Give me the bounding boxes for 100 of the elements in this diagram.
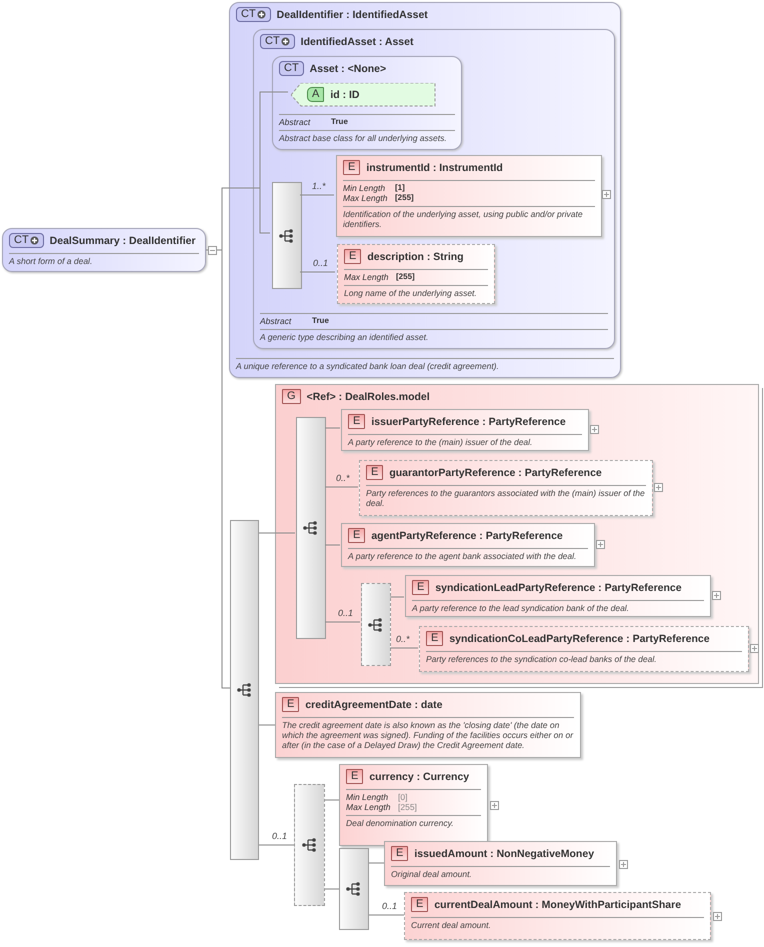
facet-value: True [312,316,329,326]
kind-label: E [371,466,378,479]
component-name: agentPartyReference : PartyReference [371,530,563,542]
kind-label: E [348,161,356,174]
connector-line [300,194,334,196]
compositor-box [339,848,369,930]
attribute-box [291,83,436,107]
kind-label: E [416,898,424,911]
cardinality-label: 0..1 [272,831,288,841]
component-name: instrumentId : InstrumentId [366,162,503,174]
element-box [339,764,488,846]
cardinality-label: 0..1 [338,608,354,618]
element-box [405,575,711,617]
connector-line [324,486,358,488]
description-text: The credit agreement date is also known as the 'closing date' (the date on which the agreement was signed). Funding of the facilities occurs either on or after (in the case of a Delayed Draw) the Credit Agreement date. [282,717,574,753]
complex-type-box [272,56,462,150]
compositor-box [272,182,302,289]
kind-label: E [431,632,438,645]
component-name: IdentifiedAsset : Asset [300,36,414,48]
description-text: Identification of the underlying asset, using public and/or private identifiers. [343,206,595,232]
component-name: issuedAmount : NonNegativeMoney [414,848,594,860]
facet-value: True [331,117,348,127]
component-name: <Ref> : DealRoles.model [306,390,430,402]
kind-label: E [351,770,358,783]
compositor-box [230,520,259,860]
component-name: id : ID [330,88,360,100]
facet-value: [1] [395,183,405,193]
description-text: Long name of the underlying asset. [344,285,488,301]
component-name: guarantorPartyReference : PartyReference [389,466,602,478]
component-name: creditAgreementDate : date [305,698,442,710]
component-name: currency : Currency [369,770,470,782]
facet-value: [255] [396,272,415,282]
description-text: A short form of a deal. [9,253,199,269]
connector-line [324,544,340,546]
compositor-box [361,583,391,666]
description-text: A generic type describing an identified asset. [260,329,608,345]
kind-label: E [353,529,360,542]
compositor-box [294,784,325,906]
description-text: A unique reference to a syndicated bank loan deal (credit agreement). [236,358,614,374]
kind-label: E [287,698,294,711]
kind-label: E [417,581,424,594]
complex-type-box [2,228,206,272]
cardinality-label: 1..* [312,181,326,191]
connector-line [258,532,296,534]
description-text: Party references to the guarantors associated with the (main) issuer of the deal. [366,485,646,511]
component-name: currentDealAmount : MoneyWithParticipantShare [434,898,682,910]
description-text: Original deal amount. [391,866,610,882]
element-box [404,892,711,940]
complex-type-box [229,2,621,378]
component-name: syndicationCoLeadPartyReference : PartyReference [449,632,710,644]
complex-type-box [253,29,615,349]
facet-value: [255] [395,193,414,203]
description-text: A party reference to the (main) issuer of the deal. [348,434,582,450]
description-text: A party reference to the lead syndication bank of the deal. [412,600,704,616]
facet-name: Max Length [344,272,390,282]
facet-name: Abstract [260,316,292,326]
kind-label: CT [241,8,256,21]
kind-label: E [353,415,360,428]
facet-name: Max Length [346,802,392,812]
connector-line [368,914,404,916]
element-box [337,244,495,304]
element-box [359,460,653,516]
connector-line [324,888,340,890]
description-text: Abstract base class for all underlying assets. [279,130,455,146]
facet-name: Min Length [343,183,386,193]
component-name: DealSummary : DealIdentifier [50,234,196,246]
facet-name: Max Length [343,193,388,203]
compositor-box [296,417,326,639]
cardinality-label: 0..1 [382,901,398,911]
cardinality-label: 0..* [396,634,410,644]
facet-value: [255] [398,802,417,812]
component-name: Asset : <None> [310,62,386,74]
connector-line [258,724,276,726]
description-text: Party references to the syndication co-lead banks of the deal. [426,651,742,667]
kind-label: CT [284,62,299,75]
element-box [275,692,581,758]
connector-line [368,862,384,864]
kind-label: CT [265,35,280,48]
component-name: syndicationLeadPartyReference : PartyReference [435,582,682,594]
kind-label: G [287,390,296,403]
cardinality-label: 0..1 [313,258,328,268]
connector-line [390,596,404,598]
kind-label: CT [14,234,29,247]
facet-name: Min Length [346,792,390,802]
kind-label: A [312,88,320,101]
element-box [341,523,595,567]
component-name: description : String [367,250,464,262]
element-box [384,841,617,886]
facet-value: [0] [398,792,408,802]
element-box [419,626,749,672]
kind-label: E [396,847,404,860]
cardinality-label: 0..* [336,473,350,483]
description-text: Current deal amount. [411,917,704,933]
description-text: A party reference to the agent bank associated with the deal. [348,548,588,564]
component-name: DealIdentifier : IdentifiedAsset [276,8,428,20]
element-box [341,409,589,451]
connector-line [258,844,294,846]
facet-name: Abstract [279,117,312,127]
element-box [336,155,602,237]
component-name: issuerPartyReference : PartyReference [371,416,566,428]
